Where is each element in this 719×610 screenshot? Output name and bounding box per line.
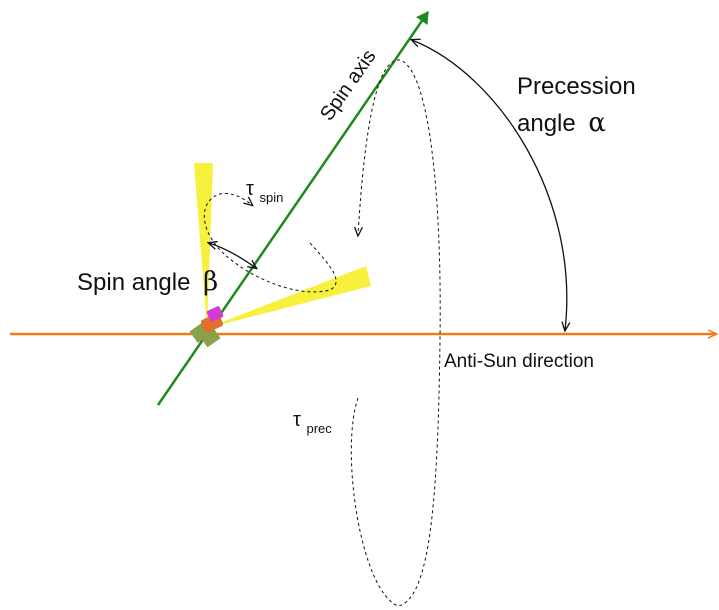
anti-sun-direction-label: Anti-Sun direction bbox=[444, 351, 594, 372]
tau-spin-label: τ spin bbox=[246, 178, 283, 205]
alpha-symbol: α bbox=[588, 108, 606, 138]
satellite-icon bbox=[189, 306, 224, 348]
spin-axis-label: Spin axis bbox=[316, 46, 381, 125]
spin-angle-arc bbox=[209, 243, 256, 268]
precession-angle-label-line2: angle α bbox=[517, 108, 606, 138]
beam-upper bbox=[194, 163, 213, 328]
precession-angle-arc bbox=[412, 40, 567, 330]
spin-angle-label: Spin angle β bbox=[77, 267, 218, 297]
tau-prec-label: τ prec bbox=[293, 409, 332, 436]
precession-angle-label: Precession bbox=[517, 73, 636, 100]
beam-lower bbox=[207, 266, 371, 328]
beta-symbol: β bbox=[203, 267, 218, 297]
